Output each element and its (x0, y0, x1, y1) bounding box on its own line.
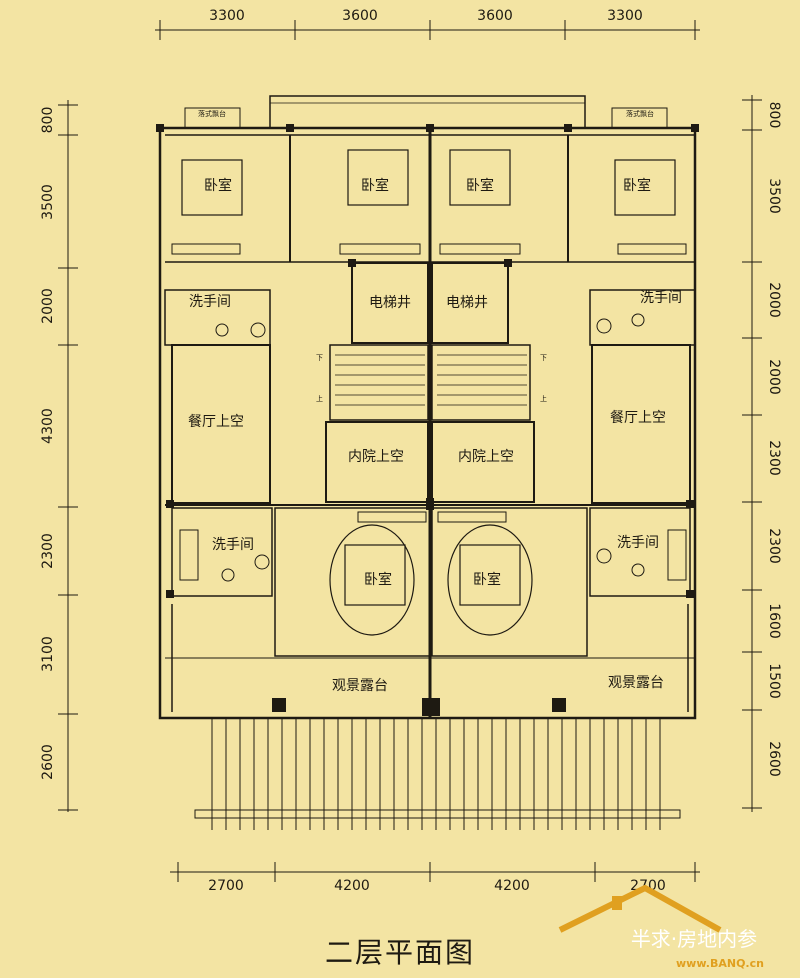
dim-right-9: 2600 (766, 741, 782, 777)
stair-treads (335, 354, 527, 406)
dim-top-4: 3300 (607, 8, 643, 24)
watermark-brand: 半求·房地内参 (631, 927, 757, 951)
room-label-elevator-1: 电梯井 (369, 295, 411, 311)
dimension-labels: 3300 3600 3600 3300 2700 4200 4200 2700 … (40, 8, 782, 894)
dim-left-1: 800 (40, 107, 56, 134)
dim-right-7: 1600 (766, 603, 782, 639)
watermark-logo: 半求·房地内参 www.BANQ.cn (558, 884, 764, 970)
house-chimney-icon (612, 896, 622, 910)
room-labels: 卧室 卧室 卧室 卧室 电梯井 电梯井 洗手间 洗手间 洗手间 洗手间 餐厅上空… (188, 109, 682, 694)
room-label-terrace-1: 观景露台 (332, 678, 388, 694)
room-label-bedroom-5: 卧室 (364, 571, 392, 588)
bay-window-label-2: 落式飘台 (626, 109, 654, 118)
room-label-washroom-3: 洗手间 (212, 537, 254, 553)
room-label-dining-void-2: 餐厅上空 (610, 410, 666, 426)
room-label-washroom-2: 洗手间 (640, 290, 682, 306)
room-label-bedroom-1: 卧室 (204, 177, 232, 194)
room-label-elevator-2: 电梯井 (446, 295, 488, 311)
dim-left-5: 2300 (40, 533, 56, 569)
dim-left-4: 4300 (40, 408, 56, 444)
stair-down-label-1: 下 (316, 354, 323, 362)
room-label-washroom-4: 洗手间 (617, 535, 659, 551)
stair-down-label-2: 下 (540, 354, 547, 362)
dim-bottom-2: 4200 (334, 878, 370, 894)
bay-window-label-1: 落式飘台 (198, 109, 226, 118)
house-roof-icon (558, 884, 722, 933)
dim-left-7: 2600 (40, 744, 56, 780)
stair-up-label-1: 上 (316, 394, 323, 403)
room-label-courtyard-void-1: 内院上空 (348, 449, 404, 465)
room-label-terrace-2: 观景露台 (608, 675, 664, 691)
walls (158, 95, 697, 720)
dimension-lines (58, 20, 762, 882)
room-label-dining-void-1: 餐厅上空 (188, 414, 244, 430)
dim-right-3: 2000 (766, 282, 782, 318)
room-label-courtyard-void-2: 内院上空 (458, 449, 514, 465)
dim-top-3: 3600 (477, 8, 513, 24)
dim-top-1: 3300 (209, 8, 245, 24)
watermark-url: www.BANQ.cn (676, 957, 764, 970)
dim-left-2: 3500 (40, 184, 56, 220)
dim-right-8: 1500 (766, 663, 782, 699)
room-label-washroom-1: 洗手间 (189, 294, 231, 310)
terrace-pergola (194, 718, 681, 830)
room-label-bedroom-6: 卧室 (473, 571, 501, 588)
dim-left-6: 3100 (40, 636, 56, 672)
dim-bottom-3: 4200 (494, 878, 530, 894)
columns (156, 124, 699, 716)
bed-icons (181, 149, 676, 636)
closets (171, 243, 687, 523)
drawing-title: 二层平面图 (325, 936, 475, 969)
dim-left-3: 2000 (40, 288, 56, 324)
dim-bottom-1: 2700 (208, 878, 244, 894)
dim-right-4: 2000 (766, 359, 782, 395)
room-label-bedroom-3: 卧室 (466, 177, 494, 194)
dim-right-6: 2300 (766, 528, 782, 564)
room-label-bedroom-4: 卧室 (623, 177, 651, 194)
sanitary-fixtures (179, 313, 687, 582)
dim-right-1: 800 (766, 102, 782, 129)
room-label-bedroom-2: 卧室 (361, 177, 389, 194)
dim-right-2: 3500 (766, 178, 782, 214)
stair-up-label-2: 上 (540, 394, 547, 403)
dim-right-5: 2300 (766, 440, 782, 476)
dim-top-2: 3600 (342, 8, 378, 24)
